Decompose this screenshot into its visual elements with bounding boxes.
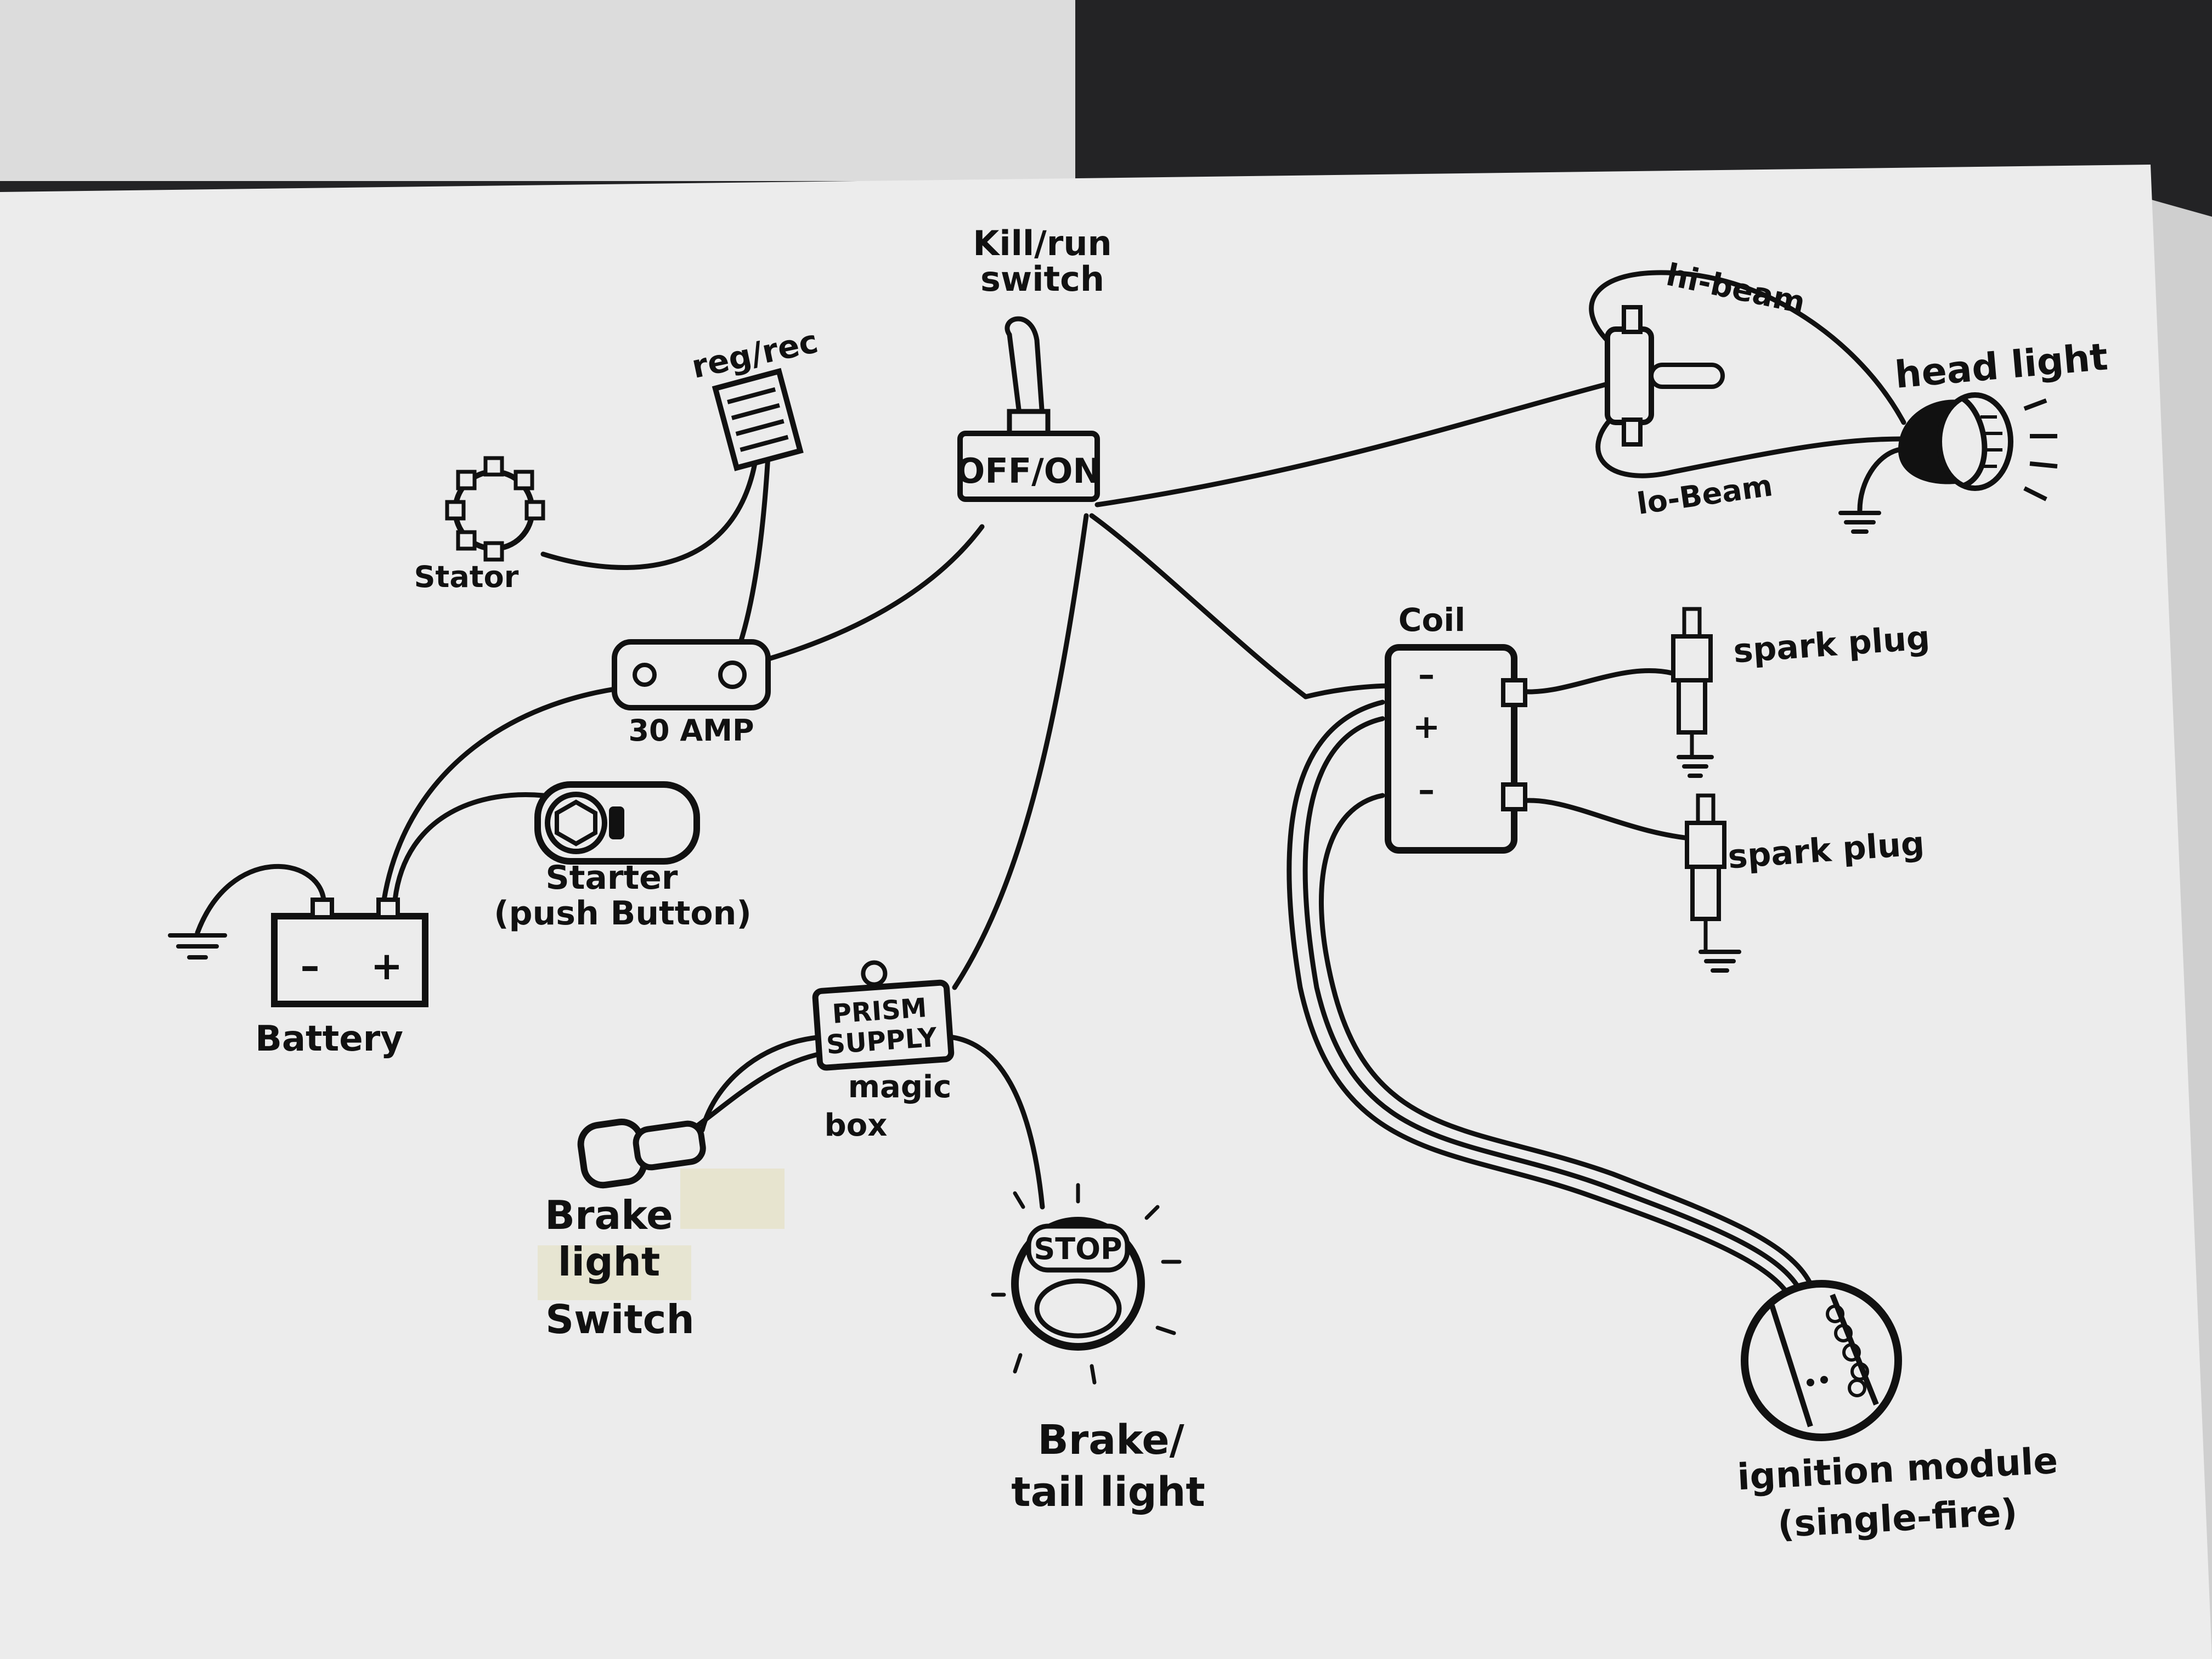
spark-plug-icon-2 (1685, 793, 1726, 952)
battery-plus-label: + (371, 944, 403, 989)
wire-coil-plug1 (1517, 668, 1681, 695)
wire-ignition-2 (1302, 716, 1802, 1292)
coil-label: Coil (1398, 601, 1465, 639)
kill-run-switch-label-1: Kill/run (973, 223, 1111, 263)
coil-icon: – + – (1385, 644, 1527, 854)
stator-label: Stator (414, 560, 519, 594)
wire-battery-ground (195, 864, 326, 935)
reg-rec-icon (712, 368, 804, 471)
stop-light-icon: STOP (991, 1183, 1182, 1385)
battery-minus-label: – (301, 944, 320, 989)
wire-ignition-3 (1319, 793, 1813, 1286)
stator-icon (445, 456, 545, 562)
tape-piece-1 (680, 1169, 785, 1229)
headlight-icon (1898, 392, 2058, 501)
brake-tail-light-label-1: Brake/ (1037, 1417, 1184, 1464)
coil-terminal-mid: + (1413, 708, 1440, 746)
prism-supply-box-icon: PRISM SUPPLY (812, 960, 955, 1071)
wire-prism-brakeswitch-b (689, 1051, 826, 1133)
kill-run-switch: OFF/ON (956, 316, 1102, 502)
kill-run-switch-label-2: switch (980, 259, 1104, 299)
ground-icon-plug1 (1677, 755, 1714, 778)
starter-button-icon (534, 781, 700, 865)
wire-headlight-ground (1857, 447, 1901, 513)
wire-fuse-switch (749, 524, 985, 667)
wire-lo-beam (1595, 414, 1906, 478)
wire-stator-regrec (540, 447, 760, 570)
battery-icon: – + (271, 898, 428, 1007)
fuse-icon (612, 639, 771, 710)
ignition-module-icon (1741, 1280, 1902, 1441)
under-sheet (0, 0, 1075, 181)
wire-prism-stoplight (946, 1034, 1045, 1210)
magic-box-label-1: magic (848, 1069, 952, 1105)
brake-light-switch-label-1: Brake (545, 1192, 673, 1238)
wire-prism-brakeswitch-a (699, 1034, 826, 1133)
ground-icon-battery (168, 933, 227, 960)
stop-face-label: STOP (1034, 1232, 1122, 1266)
brake-tail-light-label-2: tail light (1011, 1469, 1205, 1516)
coil-terminal-bottom: – (1418, 771, 1435, 809)
wire-switch-prism (952, 513, 1089, 990)
wires (195, 270, 1906, 1297)
brake-light-switch-icon (577, 1119, 706, 1189)
wire-battery-starter (392, 792, 546, 902)
ground-icon-headlight (1838, 511, 1881, 534)
wire-hi-beam (1589, 270, 1906, 425)
coil-terminal-top: – (1418, 656, 1435, 694)
spark-plug-icon-1 (1671, 607, 1713, 757)
wire-fuse-battery (381, 683, 645, 902)
wire-coil-plug2 (1517, 798, 1703, 842)
battery-label: Battery (255, 1019, 403, 1059)
prism-face-line1: PRISM (831, 992, 928, 1030)
switch-face-label: OFF/ON (956, 451, 1102, 491)
wire-ignition-1 (1286, 699, 1791, 1297)
magic-box-label-2: box (825, 1108, 888, 1143)
fuse-label: 30 AMP (628, 713, 754, 748)
wire-switch-coil (1089, 513, 1396, 699)
hi-lo-switch-icon (1605, 305, 1725, 447)
brake-light-switch-label-3: Switch (545, 1296, 694, 1342)
tape-piece-2 (538, 1245, 691, 1300)
starter-label-2: (push Button) (494, 894, 752, 933)
wire-switch-headlight (1094, 381, 1610, 507)
brake-light-switch-label-2: light (558, 1239, 661, 1285)
starter-label-1: Starter (546, 859, 678, 897)
